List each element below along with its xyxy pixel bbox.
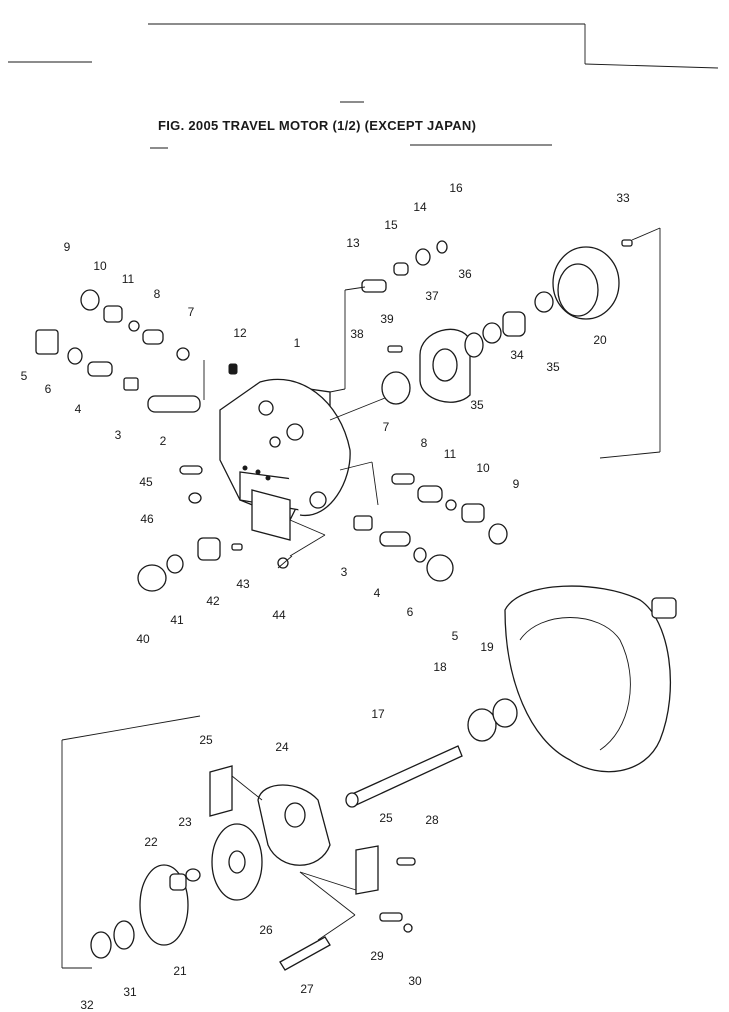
- callout-4: 4: [75, 402, 82, 416]
- callout-25: 25: [379, 811, 393, 825]
- reference-lines: [61, 227, 661, 969]
- callout-4: 4: [374, 586, 381, 600]
- callout-26: 26: [259, 923, 273, 937]
- shaft-assembly: [345, 698, 518, 808]
- callout-31: 31: [123, 985, 137, 999]
- callout-9: 9: [64, 240, 71, 254]
- callout-30: 30: [408, 974, 422, 988]
- lower-left-parts: [137, 537, 293, 592]
- callout-20: 20: [593, 333, 607, 347]
- callout-1: 1: [294, 336, 301, 350]
- callout-2: 2: [160, 434, 167, 448]
- callout-12: 12: [233, 326, 247, 340]
- callout-38: 38: [350, 327, 364, 341]
- callout-24: 24: [275, 740, 289, 754]
- callout-40: 40: [136, 632, 150, 646]
- callout-10: 10: [476, 461, 490, 475]
- callout-34: 34: [510, 348, 524, 362]
- callout-33: 33: [616, 191, 630, 205]
- callout-18: 18: [433, 660, 447, 674]
- callout-44: 44: [272, 608, 286, 622]
- callout-23: 23: [178, 815, 192, 829]
- callout-8: 8: [421, 436, 428, 450]
- callout-13: 13: [346, 236, 360, 250]
- callout-3: 3: [115, 428, 122, 442]
- callout-39: 39: [380, 312, 394, 326]
- callout-7: 7: [383, 420, 390, 434]
- callout-8: 8: [154, 287, 161, 301]
- callout-7: 7: [188, 305, 195, 319]
- callout-6: 6: [45, 382, 52, 396]
- motor-housing-part: [504, 585, 677, 773]
- callout-19: 19: [480, 640, 494, 654]
- callout-14: 14: [413, 200, 427, 214]
- callout-5: 5: [452, 629, 459, 643]
- left-valve-parts: [35, 289, 238, 504]
- callout-41: 41: [170, 613, 184, 627]
- header-rules: [8, 23, 719, 149]
- callout-45: 45: [139, 475, 153, 489]
- callout-36: 36: [458, 267, 472, 281]
- callout-17: 17: [371, 707, 385, 721]
- callout-32: 32: [80, 998, 94, 1012]
- callout-22: 22: [144, 835, 158, 849]
- callout-25: 25: [199, 733, 213, 747]
- callout-35: 35: [546, 360, 560, 374]
- callout-46: 46: [140, 512, 154, 526]
- figure-title: FIG. 2005 TRAVEL MOTOR (1/2) (EXCEPT JAP…: [158, 118, 477, 133]
- callout-11: 11: [122, 272, 135, 286]
- right-valve-parts: [353, 473, 508, 582]
- callout-43: 43: [236, 577, 250, 591]
- callout-numbers: 1233445566778899101011111213141516171819…: [21, 181, 630, 1012]
- upper-right-parts: [361, 239, 633, 405]
- callout-10: 10: [93, 259, 107, 273]
- callout-11: 11: [444, 447, 457, 461]
- callout-16: 16: [449, 181, 463, 195]
- callout-28: 28: [425, 813, 439, 827]
- callout-21: 21: [173, 964, 187, 978]
- callout-37: 37: [425, 289, 439, 303]
- callout-6: 6: [407, 605, 414, 619]
- callout-35: 35: [470, 398, 484, 412]
- callout-5: 5: [21, 369, 28, 383]
- lower-assembly-parts: [90, 765, 416, 971]
- callout-3: 3: [341, 565, 348, 579]
- callout-15: 15: [384, 218, 398, 232]
- callout-29: 29: [370, 949, 384, 963]
- valve-block-part: [219, 378, 351, 541]
- callout-9: 9: [513, 477, 520, 491]
- callout-27: 27: [300, 982, 314, 996]
- callout-42: 42: [206, 594, 220, 608]
